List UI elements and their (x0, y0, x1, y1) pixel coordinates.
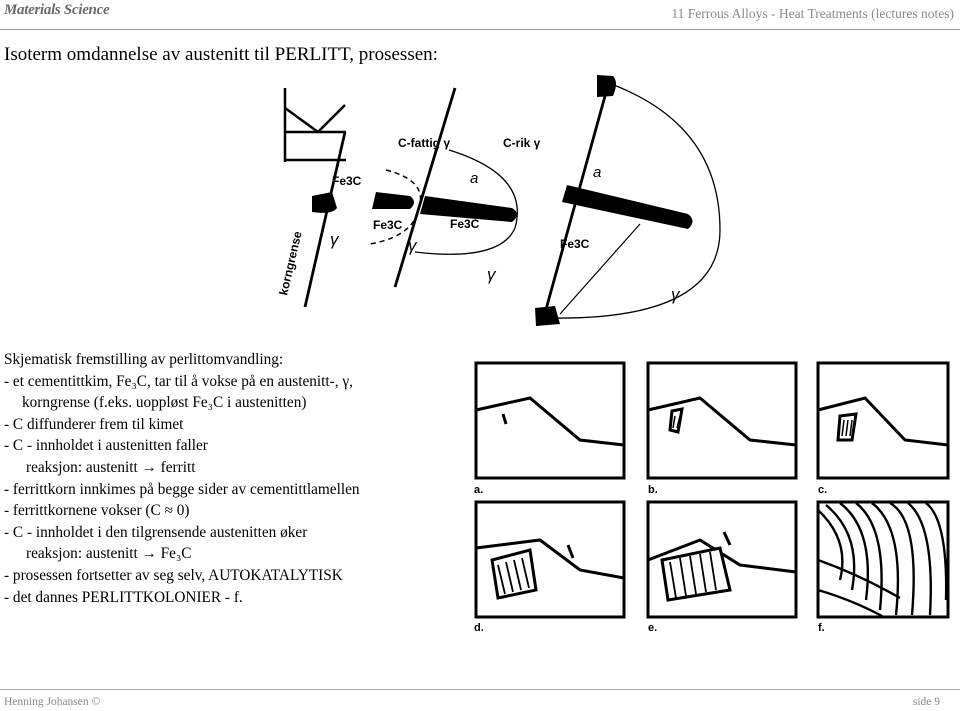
label-fe3c-4: Fe3C (560, 237, 590, 251)
label-fe3c-1: Fe3C (332, 174, 362, 188)
c-depleted-zone (369, 169, 422, 245)
label-fe3c-3: Fe3C (450, 217, 480, 231)
interface-line (559, 223, 641, 315)
bullet-line: korngrense (f.eks. uoppløst Fe₃C i auste… (22, 394, 307, 412)
logo: Materials Science (4, 2, 110, 18)
bullet-line: Skjematisk fremstilling av perlittomvand… (4, 351, 284, 368)
footer-rule (0, 689, 960, 690)
header-title: 11 Ferrous Alloys - Heat Treatments (lec… (671, 6, 954, 21)
label-gamma-1: γ (330, 230, 340, 249)
bullet-list: Skjematisk fremstilling av perlittomvand… (4, 349, 360, 608)
cementite-plate-4 (562, 185, 693, 229)
panel-label-d: d. (474, 622, 484, 634)
slide-title: Isoterm omdannelse av austenitt til PERL… (4, 44, 438, 65)
panel-label-c: c. (818, 484, 827, 496)
bullet-line: - C diffunderer frem til kimet (4, 415, 184, 433)
bullet-line: reaksjon: austenitt → ferritt (26, 458, 196, 476)
ferrite-grain-3 (414, 149, 518, 255)
bullet-line: - ferrittkornene vokser (C ≈ 0) (4, 502, 190, 520)
header-rule (0, 29, 960, 30)
bullet-line: - det dannes PERLITTKOLONIER - f. (4, 588, 243, 606)
phase-diagram-sketch (283, 88, 346, 162)
panel-label-f: f. (818, 622, 825, 634)
bullet-line: - ferrittkorn innkimes på begge sider av… (4, 480, 360, 498)
bullet-line: reaksjon: austenitt → Fe₃C (26, 545, 192, 563)
bullet-line: - C - innholdet i austenitten faller (4, 437, 208, 455)
panel-label-e: e. (648, 622, 657, 634)
panel-label-a: a. (474, 484, 483, 496)
label-gamma-4: γ (671, 285, 681, 304)
cementite-bottom-cap (535, 306, 560, 326)
label-gamma-3: γ (487, 265, 497, 284)
page-number: side 9 (912, 696, 940, 708)
cementite-nucleus (312, 192, 337, 213)
label-c-fattig: C-fattig γ (398, 136, 450, 150)
bullet-line: - prosessen fortsetter av seg selv, AUTO… (4, 566, 343, 584)
label-alpha-1: a (470, 170, 478, 187)
ferrite-grain-4 (551, 79, 721, 319)
footer-author: Henning Johansen © (4, 696, 101, 708)
panel-grid (474, 361, 950, 619)
label-fe3c-2: Fe3C (373, 218, 403, 232)
cementite-plate-2 (372, 192, 414, 209)
label-gamma-2: γ (408, 236, 418, 255)
label-alpha-2: a (593, 164, 601, 181)
label-c-rik: C-rik γ (503, 136, 541, 150)
bullet-line: - C - innholdet i den tilgrensende auste… (4, 523, 308, 541)
label-korngrense: korngrense (276, 230, 304, 297)
bullet-line: - et cementittkim, Fe₃C, tar til å vokse… (4, 372, 353, 390)
panel-label-b: b. (648, 484, 658, 496)
cementite-top-cap (597, 75, 616, 97)
cementite-plate-3 (420, 196, 517, 222)
